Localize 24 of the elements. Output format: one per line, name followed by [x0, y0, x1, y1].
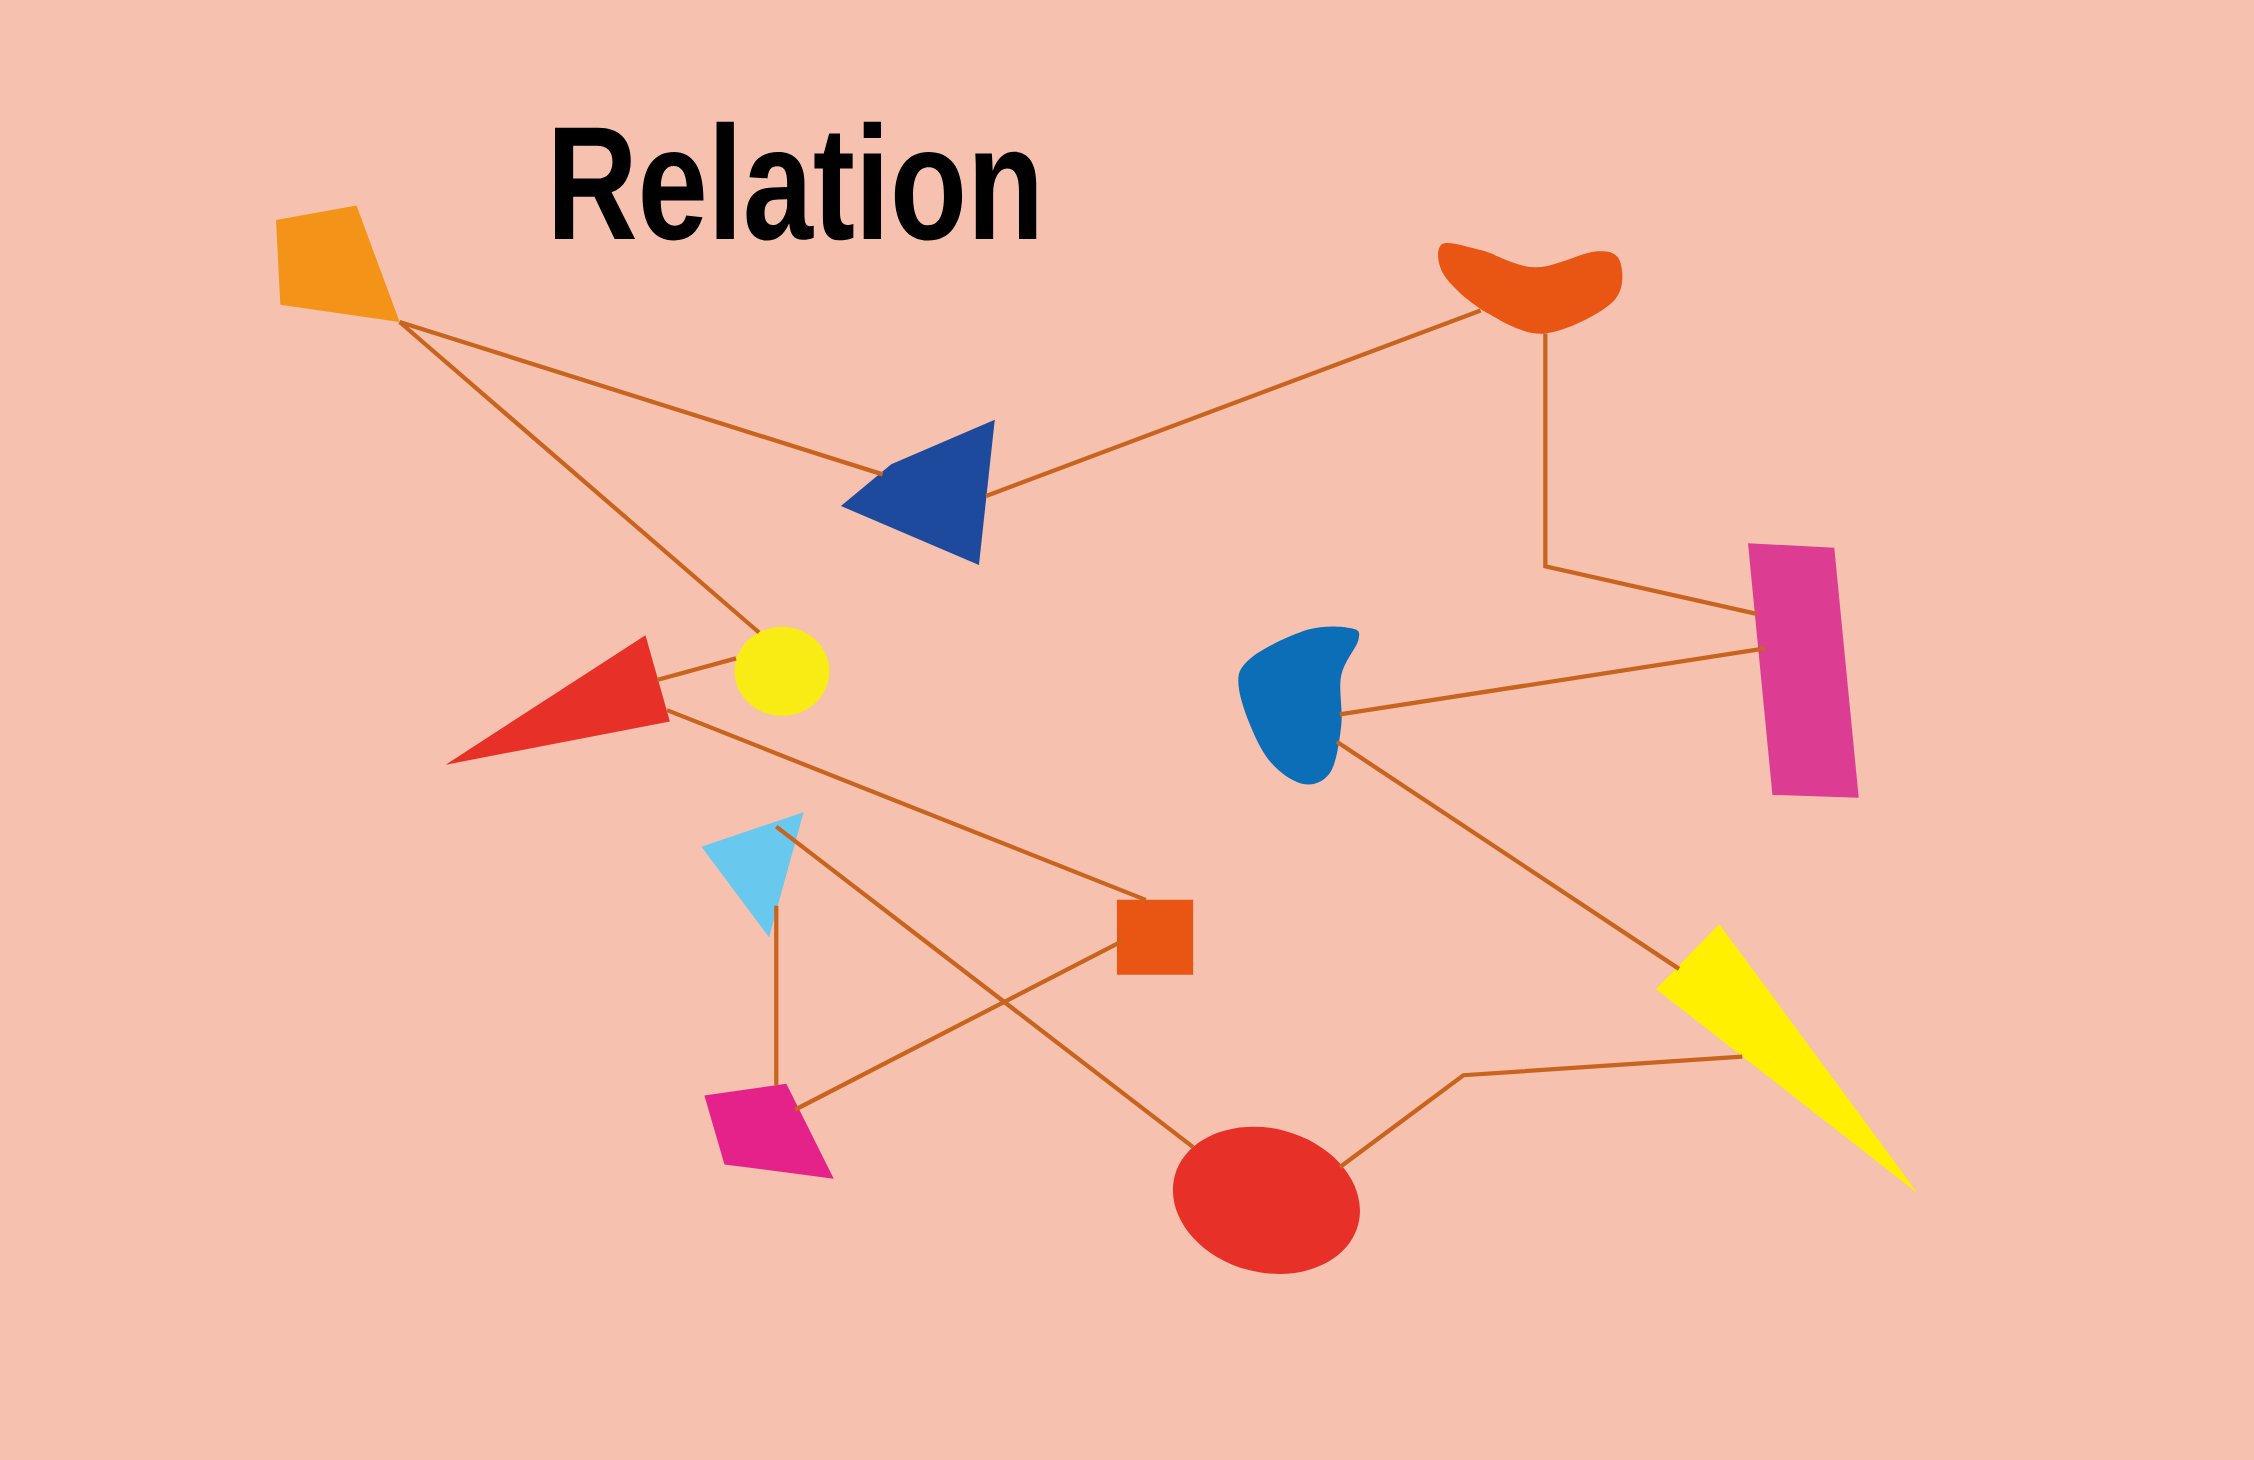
- title: Relation: [555, 121, 1037, 241]
- quadrilateral-shape: [840, 419, 995, 565]
- connector-line: [774, 905, 779, 1086]
- connector-line: [774, 824, 1195, 1149]
- ellipse-shape: [734, 626, 830, 716]
- triangle-shape: [1656, 924, 1918, 1193]
- connector-line: [1335, 739, 1681, 971]
- blob-shape: [1238, 626, 1360, 785]
- connector-line: [1338, 1054, 1743, 1169]
- connector-line: [793, 939, 1123, 1112]
- blob-shape: [1438, 242, 1623, 334]
- connector-line: [666, 707, 1147, 902]
- connector-line: [985, 308, 1482, 498]
- bar-shape: [1748, 543, 1859, 798]
- connector-line: [399, 319, 884, 477]
- triangle-shape: [701, 811, 804, 937]
- connector-line: [1339, 645, 1766, 717]
- connector-line: [1543, 333, 1758, 616]
- quadrilateral-shape: [276, 205, 400, 322]
- triangle-shape: [445, 635, 670, 765]
- quadrilateral-shape: [704, 1083, 834, 1179]
- connector-line: [398, 320, 761, 634]
- connector-line: [656, 656, 737, 682]
- quadrilateral-shape: [1116, 899, 1194, 975]
